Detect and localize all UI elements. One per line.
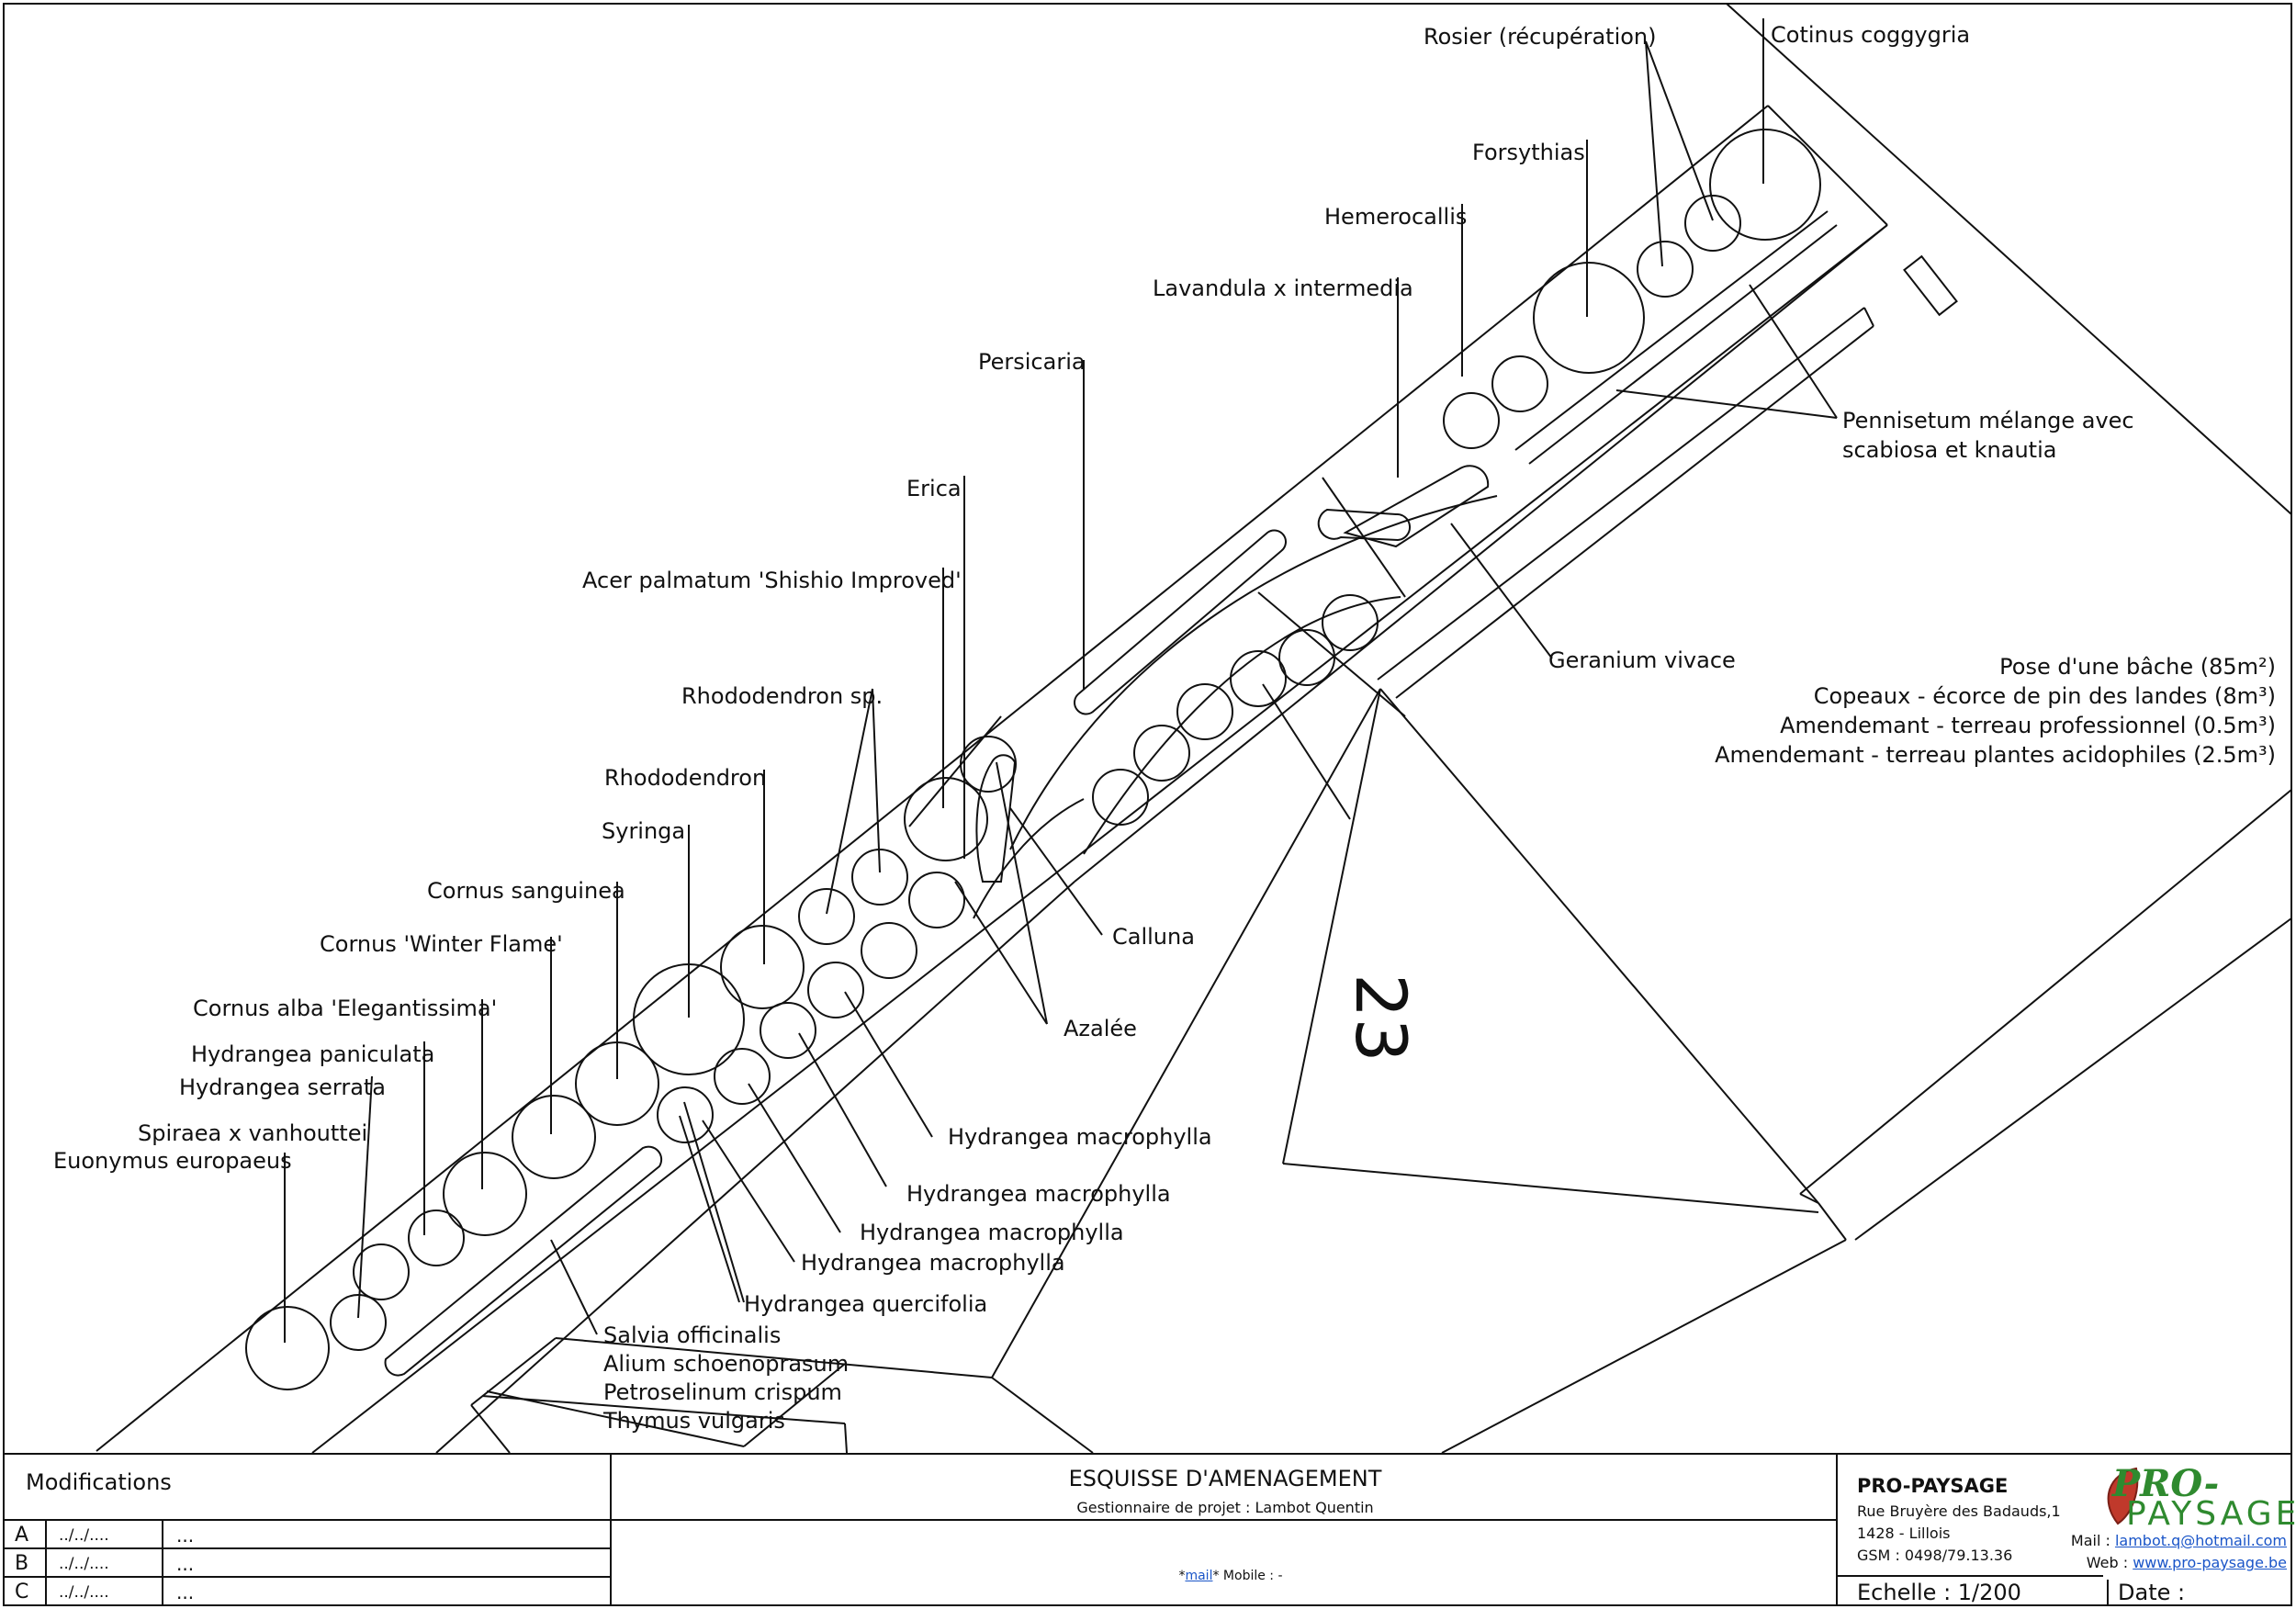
logo-text-paysage: PAYSAGE — [2126, 1495, 2296, 1533]
leaf-icon — [2107, 1467, 2139, 1525]
modifications-title: Modifications — [26, 1469, 172, 1495]
mod-row-letter: A — [15, 1524, 29, 1547]
pro-paysage-logo — [2090, 1464, 2265, 1528]
mod-row-text: ... — [176, 1581, 195, 1603]
label-hydrangea-macrophylla-4: Hydrangea macrophylla — [801, 1250, 1065, 1276]
label-azalee: Azalée — [1064, 1016, 1137, 1041]
contact-mail-link[interactable]: mail — [1185, 1569, 1213, 1583]
web-link[interactable]: www.pro-paysage.be — [2133, 1554, 2287, 1571]
mail-label: Mail : — [2070, 1532, 2115, 1549]
label-spiraea: Spiraea x vanhouttei — [138, 1120, 368, 1146]
label-hemerocallis: Hemerocallis — [1324, 204, 1468, 230]
label-persicaria: Persicaria — [978, 349, 1086, 375]
company-mail: Mail : lambot.q@hotmail.com — [2071, 1532, 2287, 1549]
mod-row-date: ../../.... — [59, 1583, 109, 1602]
label-hydrangea-serrata: Hydrangea serrata — [179, 1075, 387, 1100]
label-erica: Erica — [906, 476, 962, 501]
label-cotinus: Cotinus coggygria — [1771, 22, 1971, 48]
mail-link[interactable]: lambot.q@hotmail.com — [2114, 1532, 2287, 1549]
web-label: Web : — [2086, 1554, 2133, 1571]
label-hydrangea-macrophylla-3: Hydrangea macrophylla — [860, 1220, 1124, 1245]
company-gsm: GSM : 0498/79.13.36 — [1857, 1547, 2013, 1564]
note-line: Amendemant - terreau plantes acidophiles… — [1715, 742, 2276, 768]
path-strips — [384, 210, 1838, 1377]
mod-row-date: ../../.... — [59, 1526, 109, 1545]
project-manager: Gestionnaire de projet : Lambot Quentin — [1076, 1499, 1374, 1516]
material-notes: Pose d'une bâche (85m²) Copeaux - écorce… — [1715, 652, 2276, 770]
plot-number: 23 — [1340, 973, 1422, 1063]
parcel-lines — [96, 3, 2292, 1454]
label-hydrangea-macrophylla-2: Hydrangea macrophylla — [906, 1181, 1171, 1207]
contact-mobile: Mobile : - — [1219, 1569, 1283, 1583]
label-calluna: Calluna — [1112, 924, 1195, 950]
label-syringa: Syringa — [602, 818, 686, 844]
label-hydrangea-quercifolia: Hydrangea quercifolia — [744, 1291, 988, 1317]
company-name: PRO-PAYSAGE — [1857, 1475, 2009, 1497]
mod-row-letter: C — [15, 1581, 29, 1603]
label-forsythias: Forsythias — [1472, 140, 1585, 165]
label-cornus-alba: Cornus alba 'Elegantissima' — [193, 996, 498, 1021]
plant-symbols — [245, 129, 1821, 1390]
label-euonymus: Euonymus europaeus — [53, 1148, 292, 1174]
label-pennisetum-1: Pennisetum mélange avec — [1842, 408, 2134, 433]
date-label: Date : — [2118, 1580, 2186, 1605]
label-pennisetum-2: scabiosa et knautia — [1842, 437, 2057, 463]
mod-row-letter: B — [15, 1552, 29, 1575]
label-cornus-winter-flame: Cornus 'Winter Flame' — [320, 931, 563, 957]
label-cornus-sanguinea: Cornus sanguinea — [427, 878, 625, 904]
label-hydrangea-paniculata: Hydrangea paniculata — [191, 1041, 435, 1067]
mod-row-text: ... — [176, 1553, 195, 1575]
note-line: Pose d'une bâche (85m²) — [1999, 654, 2276, 680]
label-petroselinum: Petroselinum crispum — [603, 1379, 842, 1405]
contact-line: *mail* Mobile : - — [1178, 1569, 1283, 1583]
label-rosier: Rosier (récupération) — [1424, 24, 1657, 50]
label-alium: Alium schoenoprasum — [603, 1351, 850, 1377]
leader-lines — [284, 18, 1838, 1343]
label-rhodo: Rhododendron — [604, 765, 767, 791]
drawing-frame — [3, 3, 2292, 1606]
project-title: ESQUISSE D'AMENAGEMENT — [1068, 1466, 1382, 1491]
mod-row-text: ... — [176, 1525, 195, 1547]
logo-text-pro: PRO- — [2112, 1462, 2220, 1505]
mod-row-date: ../../.... — [59, 1555, 109, 1573]
label-thymus: Thymus vulgaris — [603, 1408, 785, 1434]
label-hydrangea-macrophylla-1: Hydrangea macrophylla — [948, 1124, 1212, 1150]
title-block-lines — [4, 1453, 2291, 1605]
note-line: Copeaux - écorce de pin des landes (8m³) — [1813, 683, 2276, 709]
note-line: Amendemant - terreau professionnel (0.5m… — [1780, 713, 2276, 738]
label-acer: Acer palmatum 'Shishio Improved' — [582, 568, 962, 593]
label-rhodo-sp: Rhododendron sp. — [681, 683, 884, 709]
label-salvia: Salvia officinalis — [603, 1322, 782, 1348]
drawing-scale: Echelle : 1/200 — [1857, 1580, 2021, 1605]
company-address-2: 1428 - Lillois — [1857, 1525, 1951, 1542]
label-lavandula: Lavandula x intermedia — [1153, 276, 1413, 301]
company-web: Web : www.pro-paysage.be — [2087, 1554, 2287, 1571]
company-address-1: Rue Bruyère des Badauds,1 — [1857, 1502, 2061, 1520]
label-geranium: Geranium vivace — [1548, 647, 1736, 673]
